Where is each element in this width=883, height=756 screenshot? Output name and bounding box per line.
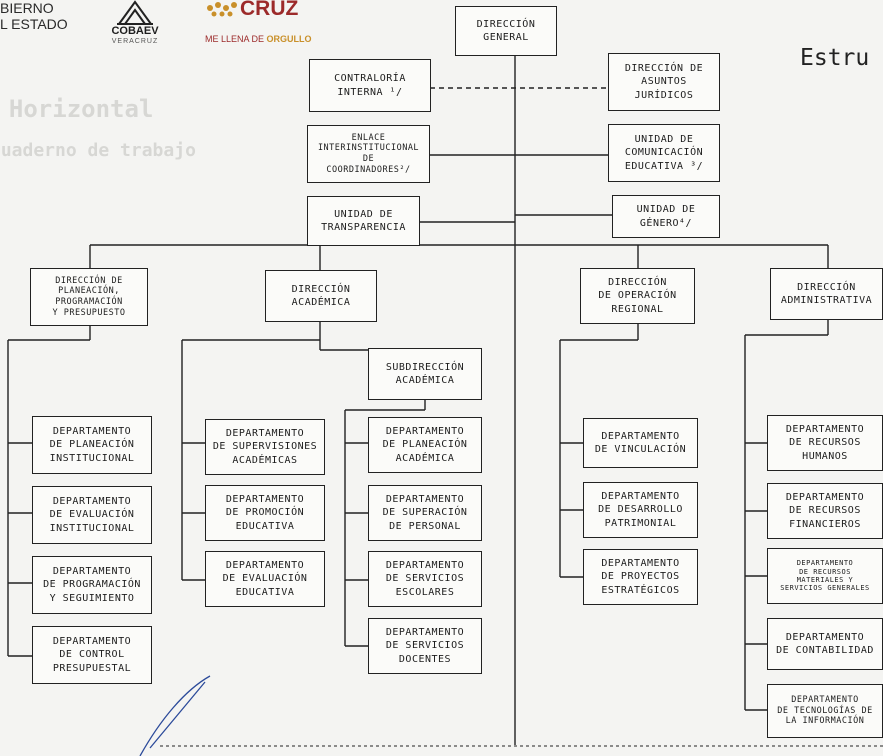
node-direccion-asuntos-juridicos: DIRECCIÓN DE ASUNTOS JURÍDICOS <box>608 53 720 111</box>
node-dep-recursos-humanos: DEPARTAMENTO DE RECURSOS HUMANOS <box>767 415 883 471</box>
node-dep-planeacion-academica: DEPARTAMENTO DE PLANEACIÓN ACADÉMICA <box>368 417 482 473</box>
node-dep-recursos-financieros: DEPARTAMENTO DE RECURSOS FINANCIEROS <box>767 483 883 539</box>
cruz-slogan: ME LLENA DE ORGULLO <box>205 34 312 44</box>
node-enlace-interinstitucional: ENLACE INTERINSTITUCIONAL DE COORDINADOR… <box>307 125 430 183</box>
node-dep-servicios-escolares: DEPARTAMENTO DE SERVICIOS ESCOLARES <box>368 551 482 607</box>
signature-stroke <box>139 675 211 756</box>
cobaev-label: COBAEV <box>111 25 159 37</box>
node-dep-vinculacion: DEPARTAMENTO DE VINCULACIÓN <box>583 418 698 468</box>
node-dep-promocion-educativa: DEPARTAMENTO DE PROMOCIÓN EDUCATIVA <box>205 485 325 541</box>
node-dep-desarrollo-patrimonial: DEPARTAMENTO DE DESARROLLO PATRIMONIAL <box>583 482 698 538</box>
node-dep-recursos-materiales: DEPARTAMENTO DE RECURSOS MATERIALES Y SE… <box>767 548 883 604</box>
node-dep-supervisiones-academicas: DEPARTAMENTO DE SUPERVISIONES ACADÉMICAS <box>205 419 325 475</box>
node-subdireccion-academica: SUBDIRECCIÓN ACADÉMICA <box>368 348 482 400</box>
cruz-logo: CRUZ ME LLENA DE ORGULLO <box>200 0 330 50</box>
gov-logo-text: BIERNO L ESTADO <box>0 0 68 32</box>
node-direccion-academica: DIRECCIÓN ACADÉMICA <box>265 270 377 322</box>
node-direccion-administrativa: DIRECCIÓN ADMINISTRATIVA <box>770 268 883 320</box>
cobaev-logo: COBAEV VERACRUZ <box>104 0 166 50</box>
node-direccion-general: DIRECCIÓN GENERAL <box>455 6 557 56</box>
node-unidad-transparencia: UNIDAD DE TRANSPARENCIA <box>307 196 420 246</box>
node-dep-control-presupuestal: DEPARTAMENTO DE CONTROL PRESUPUESTAL <box>32 626 152 684</box>
node-contraloria-interna: CONTRALORÍA INTERNA ¹/ <box>309 59 431 112</box>
cobaev-emblem-icon <box>117 0 153 25</box>
node-dep-evaluacion-educativa: DEPARTAMENTO DE EVALUACIÓN EDUCATIVA <box>205 551 325 607</box>
gov-line-2: L ESTADO <box>0 16 68 32</box>
cruz-slogan-bold: ORGULLO <box>266 34 312 44</box>
node-dep-planeacion-institucional: DEPARTAMENTO DE PLANEACIÓN INSTITUCIONAL <box>32 416 152 474</box>
node-dep-tecnologias-informacion: DEPARTAMENTO DE TECNOLOGÍAS DE LA INFORM… <box>767 684 883 738</box>
background-ghost-text-1: o Horizontal <box>0 95 154 123</box>
page-title: Estru <box>800 45 870 71</box>
cruz-flower-icon <box>207 2 237 17</box>
node-dep-programacion-seguimiento: DEPARTAMENTO DE PROGRAMACIÓN Y SEGUIMIEN… <box>32 556 152 614</box>
node-dep-contabilidad: DEPARTAMENTO DE CONTABILIDAD <box>767 618 883 670</box>
node-direccion-operacion-regional: DIRECCIÓN DE OPERACIÓN REGIONAL <box>580 268 695 324</box>
gov-line-1: BIERNO <box>0 0 54 16</box>
node-dep-servicios-docentes: DEPARTAMENTO DE SERVICIOS DOCENTES <box>368 618 482 674</box>
node-dep-proyectos-estrategicos: DEPARTAMENTO DE PROYECTOS ESTRATÉGICOS <box>583 549 698 605</box>
cobaev-sublabel: VERACRUZ <box>111 38 159 45</box>
cruz-slogan-prefix: ME LLENA DE <box>205 34 267 44</box>
node-unidad-comunicacion-educativa: UNIDAD DE COMUNICACIÓN EDUCATIVA ³/ <box>608 124 720 182</box>
node-dep-superacion-personal: DEPARTAMENTO DE SUPERACIÓN DE PERSONAL <box>368 485 482 541</box>
node-unidad-genero: UNIDAD DE GÉNERO⁴/ <box>612 195 720 238</box>
cruz-label: CRUZ <box>240 0 299 20</box>
node-direccion-planeacion: DIRECCIÓN DE PLANEACIÓN, PROGRAMACIÓN Y … <box>30 268 148 326</box>
background-ghost-text-2: Cuaderno de trabajo <box>0 140 196 161</box>
node-dep-evaluacion-institucional: DEPARTAMENTO DE EVALUACIÓN INSTITUCIONAL <box>32 486 152 544</box>
